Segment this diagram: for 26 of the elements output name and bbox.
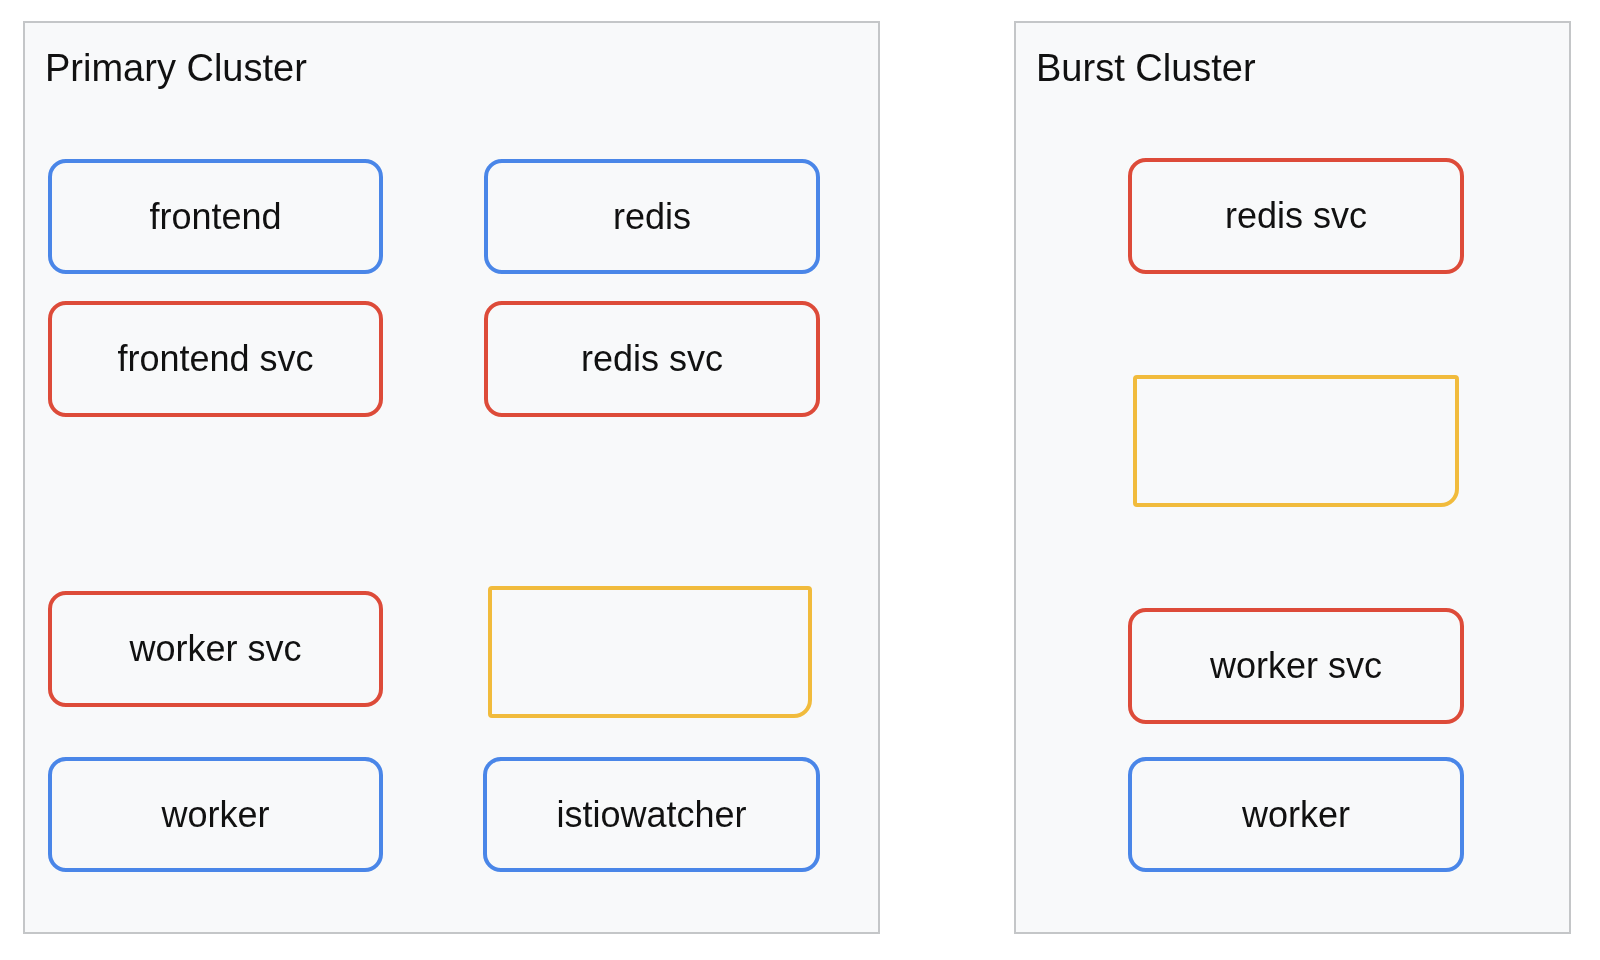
component-label: istiowatcher (556, 793, 747, 836)
cluster-panel (1014, 21, 1571, 934)
component-label: worker svc (129, 628, 302, 670)
empty-box (488, 586, 812, 718)
cluster-title: Primary Cluster (45, 47, 307, 90)
empty-box (1133, 375, 1459, 507)
component-box (1128, 608, 1464, 724)
component-box (48, 159, 383, 274)
component-box (483, 757, 820, 872)
component-label: worker svc (1210, 645, 1382, 687)
component-box (1128, 158, 1464, 274)
component-box (484, 301, 820, 417)
component-label: frontend svc (117, 338, 314, 380)
cluster-title: Burst Cluster (1036, 47, 1256, 90)
component-label: redis svc (581, 338, 723, 380)
component-label: frontend (149, 195, 282, 238)
component-label: worker (161, 793, 270, 836)
component-label: redis (613, 195, 691, 238)
component-box (48, 301, 383, 417)
component-label: worker (1242, 793, 1350, 836)
component-box (48, 757, 383, 872)
component-box (48, 591, 383, 707)
component-box (484, 159, 820, 274)
cluster-panel (23, 21, 880, 934)
component-label: redis svc (1225, 195, 1367, 237)
component-box (1128, 757, 1464, 872)
